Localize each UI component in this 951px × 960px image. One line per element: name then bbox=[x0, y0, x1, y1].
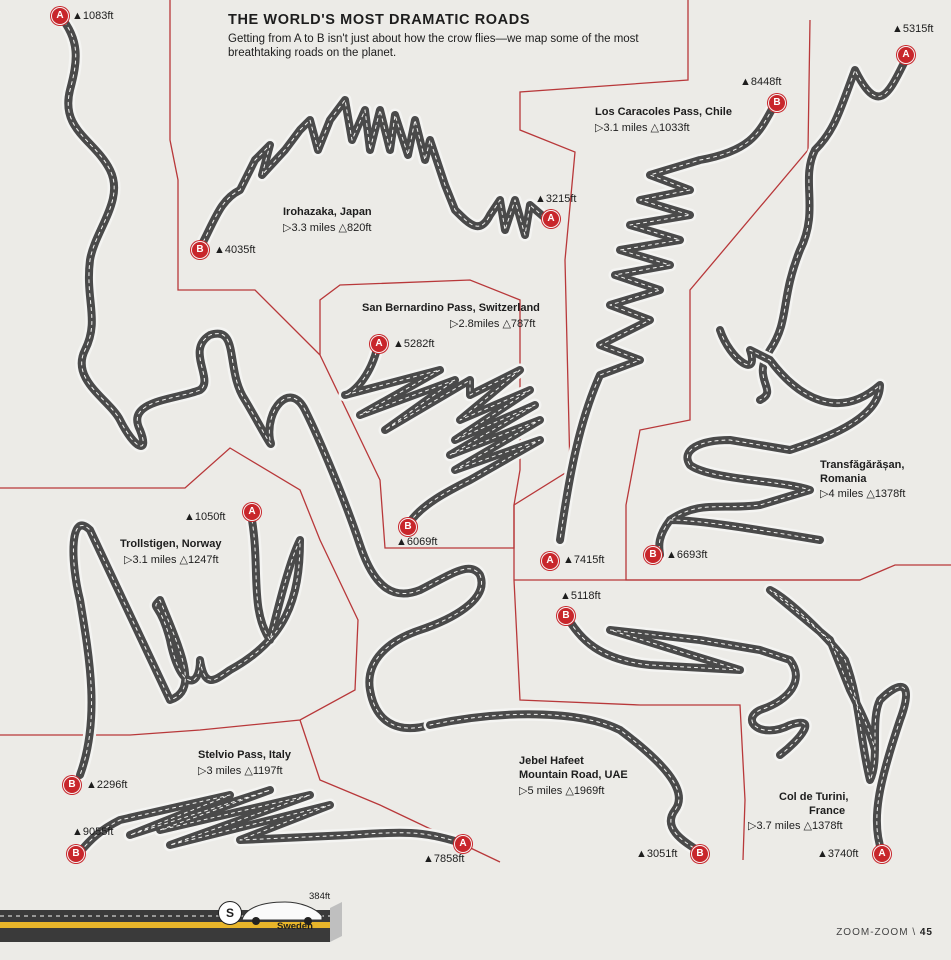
road-san-bernardino bbox=[338, 338, 547, 532]
road-paths bbox=[53, 9, 915, 859]
road-name-caracoles: Los Caracoles Pass, Chile bbox=[595, 106, 732, 118]
marker-b-stelvio: B bbox=[67, 845, 85, 863]
road-name-trollstigen: Trollstigen, Norway bbox=[120, 538, 222, 550]
elevation-trollstigen-a: ▲1050ft bbox=[184, 511, 226, 523]
elevation-san-bernardino-a: ▲5282ft bbox=[393, 338, 435, 350]
road-stats-trollstigen: ▷3.1 miles △1247ft bbox=[124, 554, 219, 566]
road-name-col-de-turini-line2: France bbox=[809, 805, 846, 817]
elevation-trollstigen-b: ▲2296ft bbox=[86, 779, 128, 791]
marker-b-transfagarasan: B bbox=[644, 546, 662, 564]
sweden-height: 384ft bbox=[309, 891, 331, 902]
marker-b-irohazaka: B bbox=[191, 241, 209, 259]
elevation-san-bernardino-b: ▲6069ft bbox=[396, 536, 438, 548]
car-icon bbox=[241, 901, 323, 925]
elevation-irohazaka-b: ▲4035ft bbox=[214, 244, 256, 256]
road-name-irohazaka: Irohazaka, Japan bbox=[283, 206, 372, 218]
road-jebel-hafeet bbox=[423, 707, 707, 859]
marker-a-top-right: A bbox=[897, 46, 915, 64]
marker-b-jebel-hafeet: B bbox=[557, 607, 575, 625]
road-name-jebel-hafeet-line1: Jebel Hafeet bbox=[519, 755, 584, 767]
road-stats-transfagarasan: ▷4 miles △1378ft bbox=[820, 488, 906, 500]
elevation-col-de-turini-a: ▲3740ft bbox=[817, 848, 859, 860]
road-stelvio bbox=[73, 783, 465, 859]
marker-b-caracoles: B bbox=[768, 94, 786, 112]
road-unnamed-top-left bbox=[53, 9, 488, 735]
marker-a-caracoles: A bbox=[541, 552, 559, 570]
road-caracoles bbox=[553, 95, 783, 547]
elevation-jebel-hafeet-a: ▲3051ft bbox=[636, 848, 678, 860]
road-trollstigen bbox=[67, 513, 307, 782]
marker-a-stelvio: A bbox=[454, 835, 472, 853]
marker-a-jebel-hafeet: B bbox=[691, 845, 709, 863]
elevation-stelvio-b: ▲9055ft bbox=[72, 826, 114, 838]
elevation-top-left-a: ▲1083ft bbox=[72, 10, 114, 22]
road-stats-irohazaka: ▷3.3 miles △820ft bbox=[283, 222, 372, 234]
sweden-legend-graphic bbox=[0, 901, 342, 942]
road-jebel-upper bbox=[559, 608, 812, 762]
page-title: THE WORLD'S MOST DRAMATIC ROADS bbox=[228, 12, 531, 28]
road-name-transfagarasan-line1: Transfăgărășan, bbox=[820, 459, 905, 471]
road-col-de-turini bbox=[763, 583, 913, 859]
elevation-caracoles-a: ▲7415ft bbox=[563, 554, 605, 566]
magazine-name: ZOOM-ZOOM bbox=[836, 926, 909, 938]
road-transfagarasan bbox=[652, 323, 887, 562]
elevation-caracoles-b: ▲8448ft bbox=[740, 76, 782, 88]
sweden-label: Sweden bbox=[277, 921, 313, 932]
road-stats-san-bernardino: ▷2.8miles △787ft bbox=[450, 318, 536, 330]
marker-b-san-bernardino: B bbox=[399, 518, 417, 536]
road-stats-col-de-turini: ▷3.7 miles △1378ft bbox=[748, 820, 843, 832]
road-stats-stelvio: ▷3 miles △1197ft bbox=[198, 765, 283, 777]
marker-a-top-left: A bbox=[51, 7, 69, 25]
road-name-transfagarasan-line2: Romania bbox=[820, 473, 867, 485]
marker-b-trollstigen: B bbox=[63, 776, 81, 794]
elevation-top-right-a: ▲5315ft bbox=[892, 23, 934, 35]
page-footer: ZOOM-ZOOM \ 45 bbox=[836, 927, 933, 939]
elevation-jebel-hafeet-b: ▲5118ft bbox=[560, 590, 601, 602]
elevation-stelvio-a: ▲7858ft bbox=[423, 853, 465, 865]
road-stats-caracoles: ▷3.1 miles △1033ft bbox=[595, 122, 690, 134]
road-irohazaka bbox=[193, 93, 552, 255]
marker-a-irohazaka: A bbox=[542, 210, 560, 228]
marker-a-trollstigen: A bbox=[243, 503, 261, 521]
page-subtitle: Getting from A to B isn't just about how… bbox=[228, 33, 639, 60]
road-name-col-de-turini-line1: Col de Turini, bbox=[779, 791, 849, 803]
page-number: 45 bbox=[919, 926, 933, 938]
road-name-san-bernardino: San Bernardino Pass, Switzerland bbox=[362, 302, 540, 314]
marker-a-san-bernardino: A bbox=[370, 335, 388, 353]
marker-a-col-de-turini: A bbox=[873, 845, 891, 863]
sweden-badge: S bbox=[218, 901, 242, 925]
elevation-transfagarasan-b: ▲6693ft bbox=[666, 549, 708, 561]
footer-divider: \ bbox=[912, 926, 920, 938]
road-name-jebel-hafeet-line2: Mountain Road, UAE bbox=[519, 769, 628, 781]
road-stats-jebel-hafeet: ▷5 miles △1969ft bbox=[519, 785, 605, 797]
road-name-stelvio: Stelvio Pass, Italy bbox=[198, 749, 291, 761]
elevation-irohazaka-a: ▲3215ft bbox=[535, 193, 577, 205]
region-dividers bbox=[0, 0, 951, 863]
